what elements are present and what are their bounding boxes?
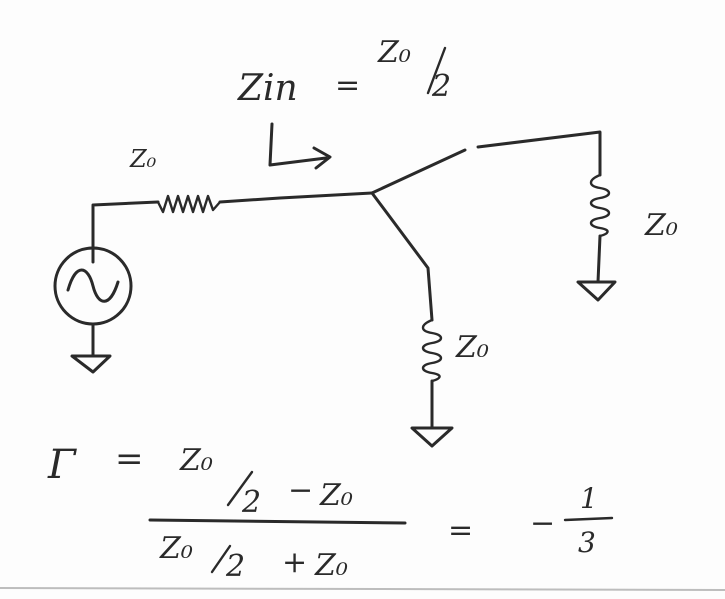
zin-denominator: 2: [431, 69, 451, 104]
gamma-equation: Γ = Z₀ 2 − Z₀ Z₀ 2 + Z₀ = − 1 3: [47, 439, 614, 584]
numerator-z0-term: Z₀: [319, 478, 353, 513]
denominator-plus: +: [282, 545, 307, 580]
ground-icon: [410, 426, 454, 448]
zin-expression: Zin = Z₀ 2: [237, 35, 451, 109]
denominator-z0: Z₀: [159, 531, 193, 566]
numerator-half: 2: [241, 485, 261, 520]
load-right-label: Z₀: [644, 208, 678, 243]
ground-icon: [70, 322, 112, 374]
upper-branch-wire: [476, 130, 602, 177]
zin-slash: [426, 46, 447, 95]
result-equals: =: [448, 513, 473, 548]
scan-edge: [0, 587, 725, 591]
upper-branch-line: [370, 148, 467, 195]
result-numerator: 1: [580, 482, 598, 515]
numerator-z0: Z₀: [179, 443, 213, 478]
result-minus: −: [530, 506, 555, 541]
zin-equals: =: [335, 68, 360, 103]
zin-label: Zin: [237, 68, 298, 109]
load-resistor-bottom: [421, 318, 443, 430]
result-denominator: 3: [578, 526, 596, 559]
source-impedance-label: Z₀: [129, 145, 157, 173]
numerator-minus: −: [288, 473, 313, 508]
denominator-half: 2: [225, 549, 245, 584]
result-fraction-bar: [563, 516, 614, 522]
zin-numerator: Z₀: [377, 35, 411, 70]
source-resistor: [91, 194, 222, 264]
ground-icon: [576, 280, 617, 302]
numerator-slash: [226, 470, 254, 507]
gamma-symbol: Γ: [47, 442, 77, 488]
load-bottom-label: Z₀: [455, 330, 489, 365]
load-resistor-right: [589, 173, 611, 284]
fraction-bar: [148, 518, 407, 525]
denominator-z0-term: Z₀: [314, 548, 348, 583]
denominator-slash: [210, 544, 232, 574]
gamma-equals: =: [115, 439, 144, 479]
feed-line: [218, 191, 374, 204]
lower-branch-line: [370, 191, 434, 322]
zin-arrow-icon: [268, 122, 332, 170]
